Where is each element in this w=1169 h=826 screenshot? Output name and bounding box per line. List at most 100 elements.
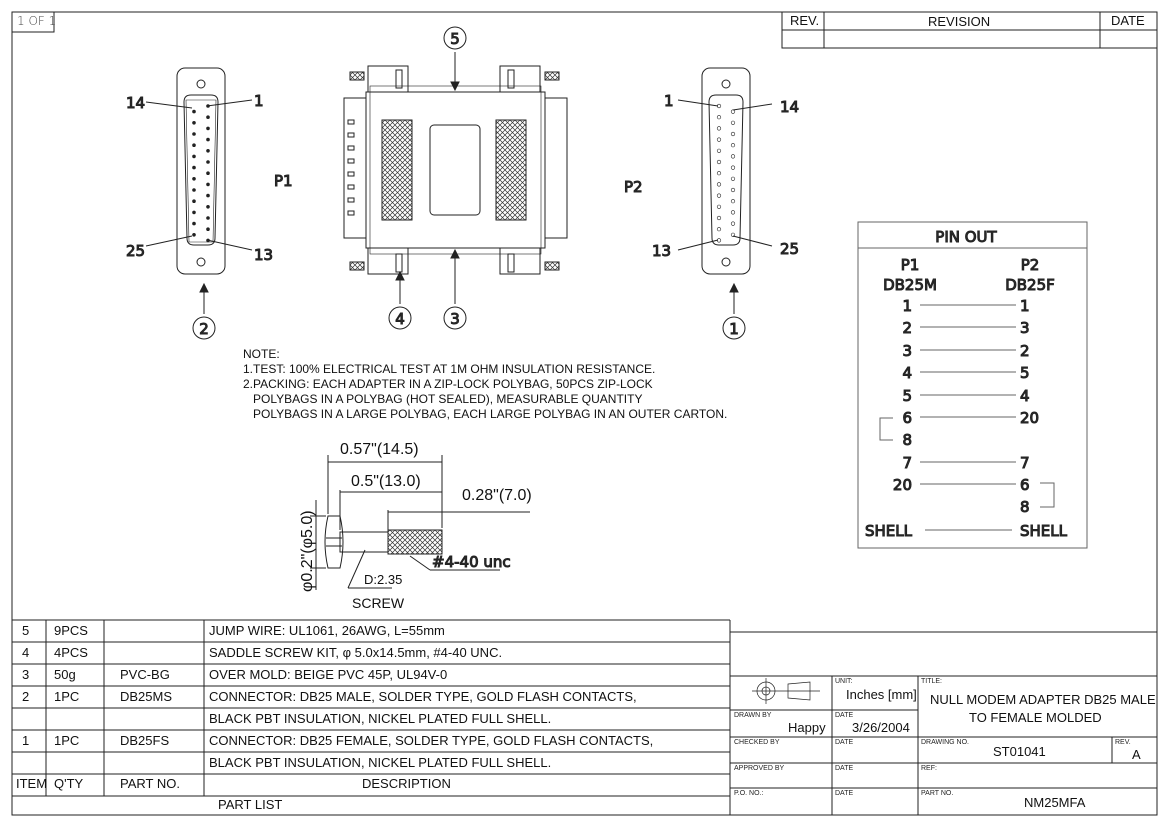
description-cell: SADDLE SCREW KIT, φ 5.0x14.5mm, #4-40 UN…	[209, 645, 503, 660]
qty-cell: 1PC	[54, 689, 80, 704]
pin-socket-icon	[716, 204, 722, 209]
date-header: DATE	[1111, 13, 1145, 28]
pinout-left-pin: 4	[902, 364, 912, 382]
pinout-left-pin: 6	[902, 409, 912, 427]
p1-label: P1	[274, 172, 293, 190]
p2-pin-13: 13	[652, 242, 671, 260]
part-no-label: PART NO.	[921, 790, 954, 797]
pin-socket-icon	[730, 109, 736, 114]
contact-slot	[347, 197, 355, 203]
item-cell: 1	[22, 733, 30, 748]
dim-total: 0.57"(14.5)	[340, 441, 419, 458]
pinout-right-pin: 7	[1020, 454, 1030, 472]
pin-icon	[192, 188, 196, 192]
pin-socket-icon	[730, 221, 736, 226]
checked-by-label: CHECKED BY	[734, 739, 780, 746]
note-line: 1.TEST: 100% ELECTRICAL TEST AT 1M OHM I…	[243, 362, 656, 376]
balloon-circles	[192, 26, 746, 340]
projection-symbol-icon	[752, 678, 820, 704]
p1-type: DB25M	[883, 276, 937, 294]
p2-header: P2	[1021, 256, 1040, 274]
pin-icon	[192, 121, 196, 125]
balloon-5: 5	[450, 30, 460, 48]
pin-icon	[206, 182, 210, 187]
pin-socket-icon	[730, 199, 736, 204]
pin-socket-icon	[730, 154, 736, 159]
pin-icon	[206, 149, 210, 153]
item-cell: 4	[22, 645, 30, 660]
header-part-no: PART NO.	[120, 776, 180, 791]
pin-icon	[206, 115, 210, 119]
note-line: POLYBAGS IN A LARGE POLYBAG, EACH LARGE …	[243, 407, 728, 421]
dim-thread: 0.28"(7.0)	[462, 487, 532, 504]
pin-socket-icon	[730, 187, 736, 193]
pin-socket-icon	[730, 210, 736, 215]
qty-cell: 4PCS	[54, 645, 88, 660]
part-no-cell: DB25FS	[120, 733, 170, 748]
pinout-right-pin: 8	[1020, 498, 1030, 516]
pin-icon	[192, 233, 196, 237]
revision-header: REVISION	[928, 14, 991, 29]
sheet-number: 1 OF 1	[17, 14, 57, 28]
ref-label: REF:	[921, 765, 937, 772]
pin-socket-icon	[716, 159, 722, 165]
pin-socket-icon	[730, 120, 736, 125]
title-label: TITLE:	[921, 678, 943, 685]
contact-slot	[347, 184, 355, 190]
rev-header: REV.	[790, 13, 820, 28]
qty-cell: 9PCS	[54, 623, 88, 638]
pin-socket-icon	[716, 137, 722, 142]
thread-spec: #4-40 unc	[432, 553, 511, 571]
p1-pin-1: 1	[254, 92, 264, 110]
pin-icon	[192, 177, 196, 181]
pin-socket-icon	[730, 176, 736, 181]
p2-type: DB25F	[1005, 276, 1055, 294]
description-cell: CONNECTOR: DB25 FEMALE, SOLDER TYPE, GOL…	[209, 733, 654, 748]
pin-socket-icon	[716, 148, 722, 153]
pin-icon	[206, 171, 210, 175]
balloon-1: 1	[729, 320, 739, 338]
p2-connector-view	[677, 67, 773, 314]
qty-cell: 50g	[54, 667, 76, 682]
contact-slot	[347, 210, 355, 216]
part-no-cell: DB25MS	[120, 689, 173, 704]
pinout-box	[857, 221, 1088, 549]
description-cell: JUMP WIRE: UL1061, 26AWG, L=55mm	[209, 623, 445, 638]
pin-icon	[206, 227, 210, 231]
title-line-2: TO FEMALE MOLDED	[969, 710, 1102, 725]
pinout-left-pin: 8	[902, 431, 912, 449]
drawing-no-label: DRAWING NO.	[921, 739, 969, 746]
screw-drawing	[310, 455, 530, 590]
item-cell: 3	[22, 667, 30, 682]
title-line-1: NULL MODEM ADAPTER DB25 MALE	[930, 692, 1156, 707]
pin-icon	[192, 221, 196, 226]
note-line: POLYBAGS IN A POLYBAG (HOT SEALED), MEAS…	[243, 392, 643, 406]
pinout-right-pin: 5	[1020, 364, 1030, 382]
revision-table-lines	[781, 11, 1158, 49]
pinout-left-pin: 1	[902, 297, 912, 315]
pinout-right-pin: 3	[1020, 319, 1030, 337]
pin-socket-icon	[716, 215, 722, 221]
part-no: NM25MFA	[1024, 795, 1086, 810]
item-cell: 2	[22, 689, 30, 704]
rev-label: REV.	[1115, 739, 1131, 746]
approved-by-label: APPROVED BY	[734, 765, 785, 772]
drawing-no: ST01041	[993, 744, 1046, 759]
drawn-by-label: DRAWN BY	[734, 712, 772, 719]
notes: NOTE:1.TEST: 100% ELECTRICAL TEST AT 1M …	[243, 347, 727, 422]
item-cell: 5	[22, 623, 30, 638]
dim-shank: 0.5"(13.0)	[351, 473, 421, 490]
drawn-date: 3/26/2004	[852, 720, 910, 735]
pin-socket-icon	[716, 115, 722, 120]
p1-pin-25: 25	[126, 242, 145, 260]
pin-icon	[192, 109, 196, 114]
contact-slot	[347, 171, 355, 177]
pin-socket-icon	[716, 171, 722, 176]
pinout-left-pin: 7	[902, 454, 912, 472]
notes-title: NOTE:	[243, 347, 280, 361]
pin-socket-icon	[716, 227, 722, 232]
pinout-right-pin: 1	[1020, 297, 1030, 315]
pinout-left-pin: 20	[893, 476, 912, 494]
parts-list-title: PART LIST	[218, 797, 283, 812]
pinout-right-pin: 20	[1020, 409, 1039, 427]
